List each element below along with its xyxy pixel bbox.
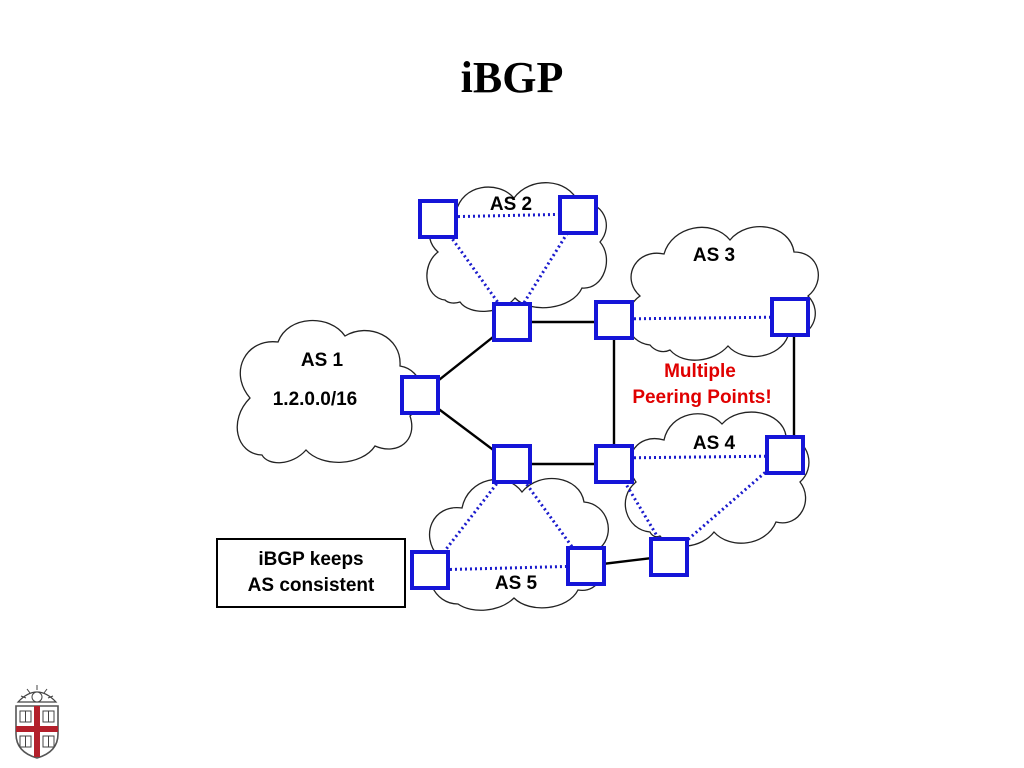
router-as3-right xyxy=(770,297,810,337)
router-as3-left xyxy=(594,300,634,340)
ibgp-as3 xyxy=(613,315,791,321)
as2-label: AS 2 xyxy=(490,194,532,215)
note-box: iBGP keeps AS consistent xyxy=(216,538,406,608)
peering-note-line2: Peering Points! xyxy=(632,387,771,408)
router-as5-left xyxy=(410,550,450,590)
as1-prefix: 1.2.0.0/16 xyxy=(273,389,358,410)
router-as1 xyxy=(400,375,440,415)
router-as4-bottom xyxy=(649,537,689,577)
note-text: iBGP keeps AS consistent xyxy=(247,549,375,596)
router-as4-right xyxy=(765,435,805,475)
as3-label: AS 3 xyxy=(693,245,735,266)
slide-title: iBGP xyxy=(460,53,564,102)
router-as4-left xyxy=(594,444,634,484)
as1-cloud xyxy=(236,319,422,464)
router-as2-left xyxy=(418,199,458,239)
router-as5-top xyxy=(492,444,532,484)
as1-label: AS 1 xyxy=(301,350,344,371)
peering-note-line1: Multiple xyxy=(664,361,736,382)
ibgp-as4-top xyxy=(613,454,785,460)
router-as2-bottom xyxy=(492,302,532,342)
ibgp-as5-bottom xyxy=(429,564,587,572)
university-shield-icon xyxy=(15,685,59,759)
as4-label: AS 4 xyxy=(693,433,736,454)
router-as2-right xyxy=(558,195,598,235)
as5-label: AS 5 xyxy=(495,573,538,594)
router-as5-right xyxy=(566,546,606,586)
ibgp-as2-top xyxy=(437,212,579,219)
